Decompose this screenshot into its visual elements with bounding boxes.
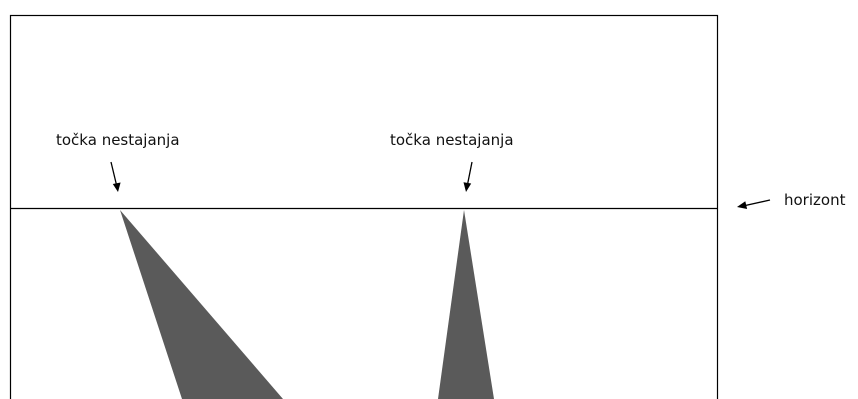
- right-converging-shape: [438, 210, 494, 399]
- horizon-label: horizont: [784, 191, 846, 209]
- arrow-to-right-vanishing-point: [463, 161, 473, 192]
- arrow-to-horizon: [737, 199, 771, 209]
- picture-frame: [9, 14, 719, 399]
- vanishing-point-label-left: točka nestajanja: [56, 131, 180, 149]
- left-converging-shape: [120, 210, 283, 399]
- vanishing-point-label-right: točka nestajanja: [390, 131, 514, 149]
- arrow-to-left-vanishing-point: [110, 161, 121, 192]
